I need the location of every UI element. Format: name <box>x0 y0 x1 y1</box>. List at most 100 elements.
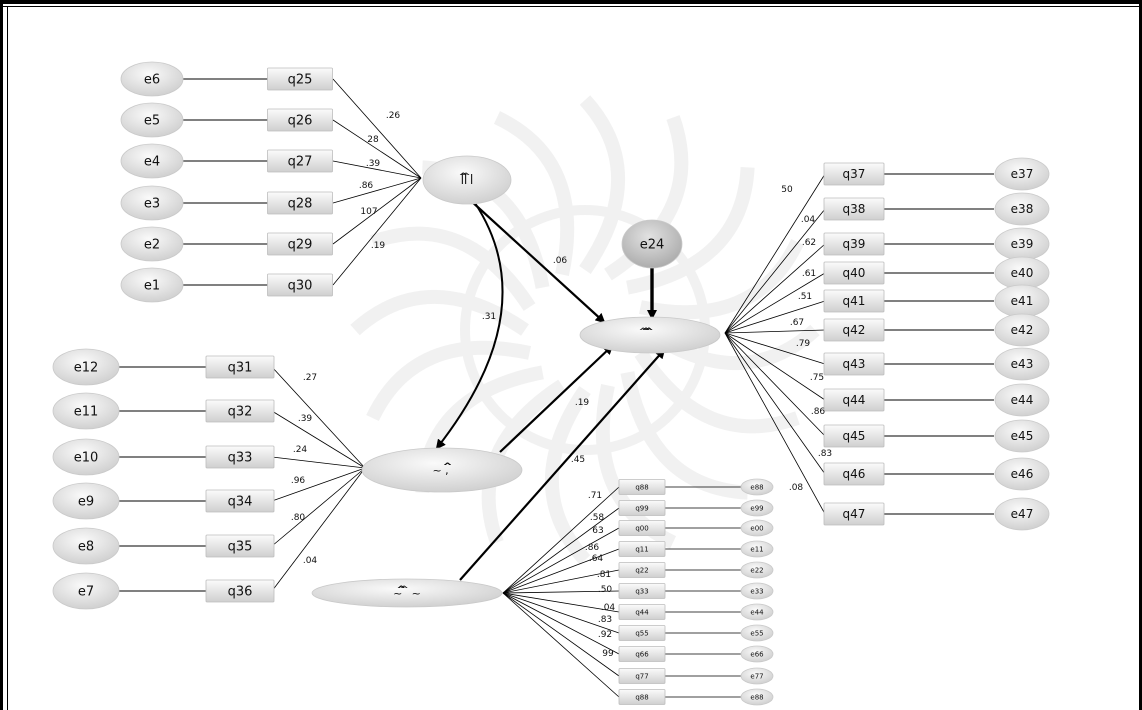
error-node-bottom-6[interactable] <box>740 603 774 621</box>
latent-node-bottom-label: ~ ꛰꛰꛰꛰ ꛰ ~ <box>393 585 421 600</box>
item-node-q26[interactable] <box>267 108 333 132</box>
item-node-bottom-8[interactable] <box>618 646 666 662</box>
item-node-q40-label: q40 <box>843 266 866 280</box>
loading-line-q45 <box>724 332 826 437</box>
error-node-bottom-10[interactable] <box>740 688 774 706</box>
item-node-bottom-3-label: q11 <box>635 545 648 553</box>
item-node-q40[interactable] <box>823 261 885 285</box>
item-node-q31[interactable] <box>205 355 275 379</box>
item-node-bottom-6[interactable] <box>618 604 666 620</box>
item-node-bottom-2[interactable] <box>618 520 666 536</box>
item-node-q34[interactable] <box>205 489 275 513</box>
item-node-q36[interactable] <box>205 579 275 603</box>
item-node-bottom-3[interactable] <box>618 541 666 557</box>
item-node-q42[interactable] <box>823 318 885 342</box>
item-node-q46[interactable] <box>823 462 885 486</box>
item-node-q27[interactable] <box>267 149 333 173</box>
error-node-e37[interactable] <box>994 157 1050 191</box>
item-node-q30[interactable] <box>267 273 333 297</box>
item-node-q32[interactable] <box>205 399 275 423</box>
error-node-e1-label: e1 <box>144 279 160 294</box>
error-node-e7-label: e7 <box>78 585 94 600</box>
item-node-bottom-10[interactable] <box>618 689 666 705</box>
error-node-bottom-7[interactable] <box>740 624 774 642</box>
disturbance-node-e24-label: e24 <box>640 238 665 253</box>
item-node-q43[interactable] <box>823 352 885 376</box>
error-node-e9[interactable] <box>52 482 120 520</box>
error-node-bottom-5[interactable] <box>740 582 774 600</box>
error-node-e11[interactable] <box>52 392 120 430</box>
loading-line-q39 <box>724 243 826 334</box>
path-label-covariance: .31 <box>482 312 496 322</box>
loading-q47: .08 <box>789 483 804 493</box>
item-node-bottom-4[interactable] <box>618 562 666 578</box>
error-node-e3[interactable] <box>120 185 184 221</box>
error-node-e46[interactable] <box>994 457 1050 491</box>
watermark-petal <box>620 371 749 500</box>
loading-line-q47 <box>724 332 826 515</box>
error-node-e47[interactable] <box>994 497 1050 531</box>
item-node-q28[interactable] <box>267 191 333 215</box>
loading-bottom-0: .71 <box>588 491 602 501</box>
item-node-bottom-5[interactable] <box>618 583 666 599</box>
error-node-e45[interactable] <box>994 419 1050 453</box>
item-node-q39[interactable] <box>823 232 885 256</box>
error-node-e43[interactable] <box>994 347 1050 381</box>
error-node-bottom-9[interactable] <box>740 667 774 685</box>
item-node-bottom-1[interactable] <box>618 500 666 516</box>
error-node-bottom-4[interactable] <box>740 561 774 579</box>
error-node-e44[interactable] <box>994 383 1050 417</box>
loading-line-q32 <box>271 410 366 469</box>
item-node-q33[interactable] <box>205 445 275 469</box>
error-node-bottom-10-label: e88 <box>750 693 763 701</box>
error-node-bottom-8[interactable] <box>740 645 774 663</box>
latent-node-top-left[interactable] <box>422 155 512 205</box>
loading-q39: .62 <box>802 238 816 248</box>
error-node-bottom-2[interactable] <box>740 519 774 537</box>
item-node-q41[interactable] <box>823 289 885 313</box>
error-node-e38[interactable] <box>994 192 1050 226</box>
loading-line-bottom-10 <box>502 592 620 698</box>
error-node-bottom-4-label: e22 <box>750 566 763 574</box>
item-node-q35[interactable] <box>205 534 275 558</box>
item-node-q44-label: q44 <box>843 393 866 407</box>
item-node-bottom-0[interactable] <box>618 479 666 495</box>
error-node-e10[interactable] <box>52 438 120 476</box>
item-node-bottom-7[interactable] <box>618 625 666 641</box>
error-node-e4[interactable] <box>120 143 184 179</box>
error-node-bottom-1-label: e99 <box>750 504 763 512</box>
error-node-e7[interactable] <box>52 572 120 610</box>
watermark-petal <box>493 111 575 277</box>
error-node-e1[interactable] <box>120 267 184 303</box>
error-node-bottom-1[interactable] <box>740 499 774 517</box>
item-node-q31-label: q31 <box>228 361 253 376</box>
latent-node-bottom[interactable] <box>311 578 503 608</box>
item-node-q47[interactable] <box>823 502 885 526</box>
item-node-q25[interactable] <box>267 67 333 91</box>
item-node-q29[interactable] <box>267 232 333 256</box>
loading-q45: .86 <box>811 407 826 417</box>
item-node-q37[interactable] <box>823 162 885 186</box>
loading-q25: .26 <box>386 111 401 121</box>
error-node-e6[interactable] <box>120 61 184 97</box>
path-b-to-d <box>499 344 614 453</box>
error-node-e2[interactable] <box>120 226 184 262</box>
error-node-bottom-3[interactable] <box>740 540 774 558</box>
latent-node-mid-left[interactable] <box>361 447 523 493</box>
disturbance-node-e24[interactable] <box>621 219 683 269</box>
item-node-q35-label: q35 <box>228 540 253 555</box>
path-a-to-d <box>469 199 606 324</box>
error-node-e5[interactable] <box>120 102 184 138</box>
error-node-e8[interactable] <box>52 527 120 565</box>
item-node-bottom-9[interactable] <box>618 668 666 684</box>
latent-node-right[interactable] <box>579 316 721 354</box>
item-node-q45[interactable] <box>823 424 885 448</box>
error-node-bottom-0[interactable] <box>740 478 774 496</box>
error-node-e6-label: e6 <box>144 73 160 88</box>
error-node-e42[interactable] <box>994 313 1050 347</box>
error-node-e10-label: e10 <box>74 451 99 466</box>
item-node-q38[interactable] <box>823 197 885 221</box>
error-node-e12[interactable] <box>52 348 120 386</box>
item-node-q44[interactable] <box>823 388 885 412</box>
